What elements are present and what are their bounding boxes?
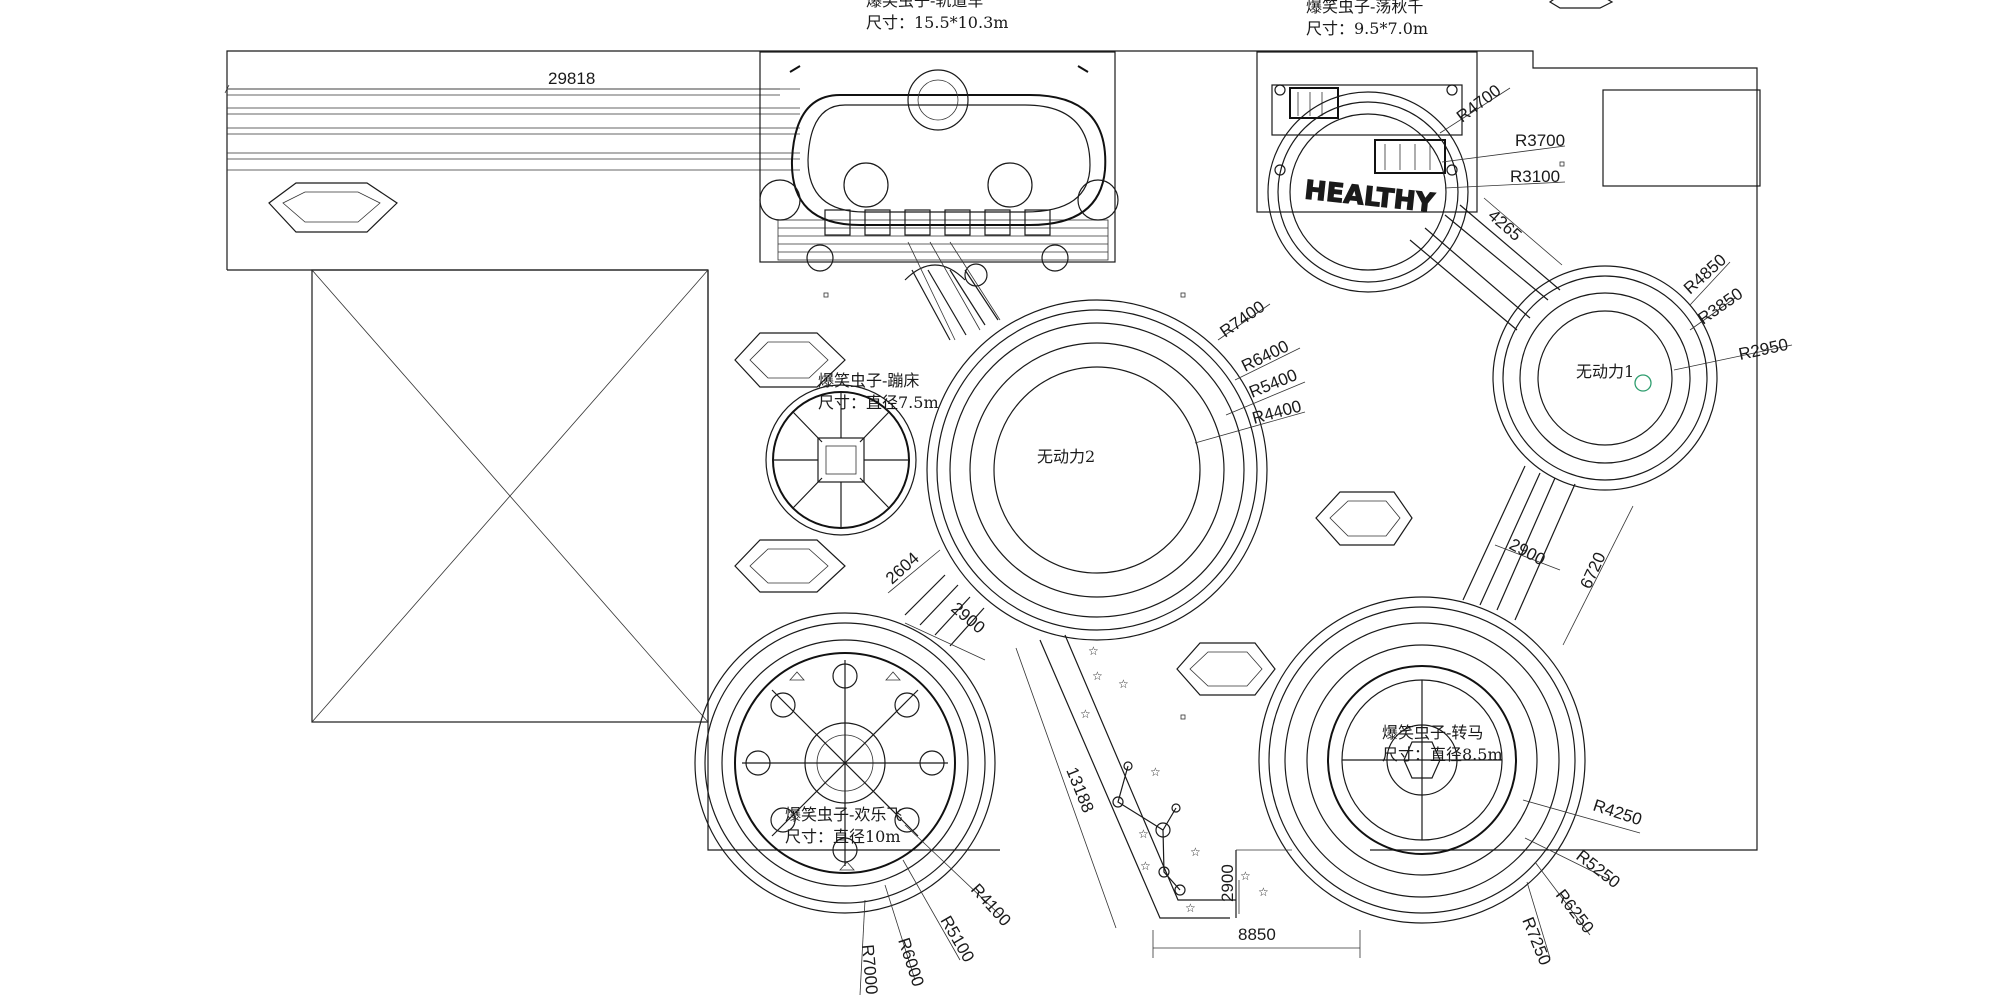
nonpower-1-label: 无动力1	[1576, 362, 1634, 381]
dim-r5250: R5250	[1573, 846, 1624, 892]
building-block	[311, 269, 709, 723]
dimension-29818: 29818	[224, 69, 800, 94]
svg-text:☆: ☆	[1258, 885, 1269, 899]
dim-4265: 4265	[1484, 206, 1525, 245]
octagon-planter-3	[734, 539, 846, 593]
dim-2604: 2604	[882, 549, 923, 588]
swing-name-label: 爆笑虫子-荡秋千	[1306, 0, 1423, 16]
rotator-ride	[1258, 596, 1586, 924]
dim-r3700: R3700	[1515, 131, 1565, 150]
octagon-planter-4	[1315, 491, 1413, 546]
dim-r5100: R5100	[937, 913, 979, 966]
radius-leaders	[859, 87, 1793, 996]
trampoline-size-label: 尺寸：直径7.5m	[818, 393, 939, 412]
path-nonpower1-to-rotator	[1462, 465, 1576, 621]
dim-r4700: R4700	[1453, 81, 1504, 126]
coaster-size-label: 尺寸：15.5*10.3m	[866, 13, 1008, 32]
dim-r4100: R4100	[967, 880, 1015, 930]
octagon-planter-2	[734, 332, 846, 388]
svg-text:☆: ☆	[1185, 901, 1196, 915]
octagon-planter-6	[1548, 0, 1614, 9]
svg-text:☆: ☆	[1138, 827, 1149, 841]
dim-r4250: R4250	[1591, 796, 1645, 830]
carousel-ride	[694, 612, 996, 914]
svg-text:☆: ☆	[1080, 707, 1091, 721]
path-coaster-to-nonpower2	[911, 269, 999, 341]
path-carousel-to-nonpower2	[904, 574, 985, 647]
path-swing-to-nonpower1	[1409, 204, 1561, 331]
carousel-name-label: 爆笑虫子-欢乐飞	[785, 805, 902, 824]
dim-13188: 13188	[1062, 764, 1097, 815]
dim-r7250: R7250	[1518, 914, 1554, 968]
nonpower-area-2	[926, 299, 1268, 641]
dim-r6250: R6250	[1552, 886, 1598, 937]
trampoline-name-label: 爆笑虫子-蹦床	[818, 371, 919, 390]
svg-text:☆: ☆	[1240, 869, 1251, 883]
carousel-size-label: 尺寸：直径10m	[785, 827, 901, 846]
dim-2900-a: 2900	[947, 599, 988, 638]
svg-text:☆: ☆	[1150, 765, 1161, 779]
dim-8850: 8850	[1238, 925, 1276, 944]
svg-text:☆: ☆	[1092, 669, 1103, 683]
nonpower-2-label: 无动力2	[1037, 447, 1095, 466]
utility-room	[1602, 89, 1761, 187]
swing-ride	[1256, 51, 1478, 293]
svg-text:☆: ☆	[1088, 644, 1099, 658]
dim-r6000: R6000	[894, 935, 928, 989]
svg-text:☆: ☆	[1190, 845, 1201, 859]
swing-size-label: 尺寸：9.5*7.0m	[1306, 19, 1428, 38]
dim-r3850: R3850	[1694, 284, 1746, 328]
small-squares	[823, 161, 1565, 720]
dim-r2950: R2950	[1737, 335, 1790, 364]
octagon-planter-5	[1176, 642, 1276, 696]
track-lines	[227, 88, 800, 171]
constellation-graphic	[1112, 761, 1186, 896]
dim-29818-text: 29818	[548, 69, 595, 88]
path-south-to-rotator	[1039, 634, 1292, 919]
rotator-name-label: 爆笑虫子-转马	[1382, 723, 1483, 742]
coaster-name-label: 爆笑虫子-轨道车	[866, 0, 983, 10]
dim-r4850: R4850	[1680, 250, 1730, 298]
dim-6720: 6720	[1576, 549, 1609, 591]
star-decorations: ☆ ☆ ☆ ☆ ☆ ☆ ☆ ☆ ☆ ☆ ☆	[1080, 644, 1269, 915]
dim-r7000: R7000	[858, 944, 881, 996]
svg-text:☆: ☆	[1140, 859, 1151, 873]
dim-2900-c: 2900	[1218, 864, 1237, 902]
rotator-size-label: 尺寸：直径8.5m	[1382, 745, 1503, 764]
nonpower-area-1	[1492, 265, 1718, 491]
dim-r7400: R7400	[1216, 297, 1268, 341]
marker-dot	[1634, 374, 1652, 392]
dim-r3100: R3100	[1510, 167, 1560, 186]
svg-text:☆: ☆	[1118, 677, 1129, 691]
coaster-ride	[759, 51, 1119, 341]
octagon-planter-1	[268, 182, 398, 233]
trampoline-ride	[765, 384, 917, 536]
